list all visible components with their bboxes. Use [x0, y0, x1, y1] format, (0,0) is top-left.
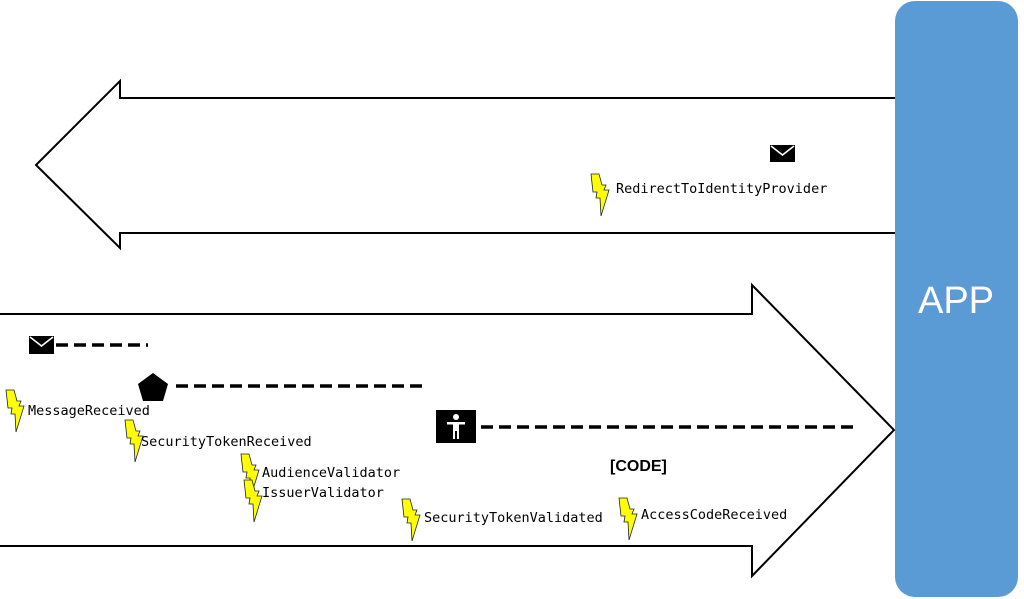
pentagon-icon [138, 373, 168, 401]
event-label: IssuerValidator [262, 485, 384, 501]
code-label: [CODE] [610, 458, 667, 475]
event-label: AccessCodeReceived [641, 507, 787, 523]
event-label: AudienceValidator [262, 465, 400, 481]
event-label: SecurityTokenValidated [424, 510, 603, 526]
user-icon [436, 410, 476, 443]
response-envelope-icon [29, 336, 54, 354]
app-box [895, 1, 1018, 597]
app-label: APP [918, 280, 994, 322]
event-label: MessageReceived [28, 403, 150, 419]
request-envelope-icon [770, 145, 795, 162]
request-arrow [34, 78, 895, 251]
event-label: SecurityTokenReceived [141, 434, 312, 450]
event-label: RedirectToIdentityProvider [616, 181, 827, 197]
